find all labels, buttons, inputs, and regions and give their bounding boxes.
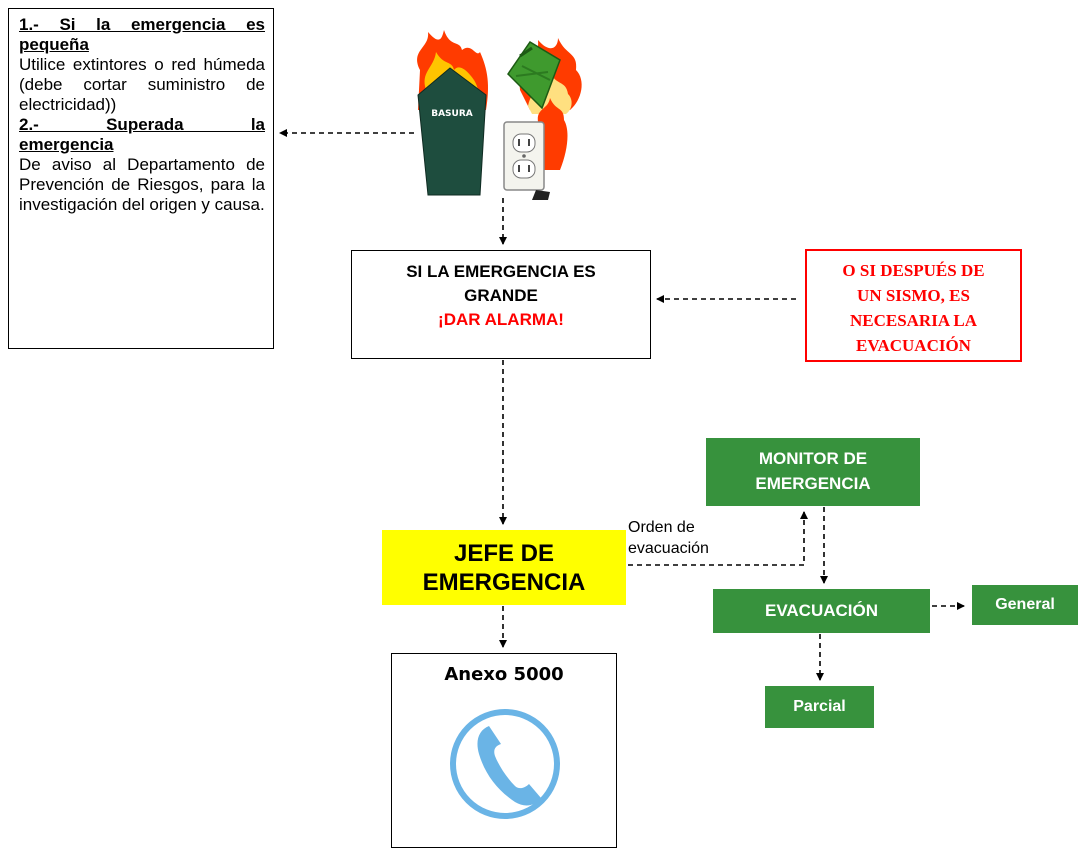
evacuation-box: EVACUACIÓN [713,589,930,633]
chief-line2: EMERGENCIA [422,569,586,596]
trash-bin-icon [417,67,487,196]
fire-hazards-illustration: BASURA [417,30,582,200]
order-line2: evacuación [628,540,709,557]
telephone-icon [450,709,560,819]
chief-line1: JEFE DE [453,540,555,567]
earthquake-evacuation-box: O SI DESPUÉS DE UN SISMO, ES NECESARIA L… [805,249,1022,362]
order-line1: Orden de [628,519,695,536]
large-emergency-line2: GRANDE [464,286,538,305]
emergency-monitor-box: MONITOR DE EMERGENCIA [706,438,920,506]
fuel-can-icon [507,40,561,110]
bin-label: BASURA [431,109,473,119]
evacuation-order-label: Orden de evacuación [628,517,709,559]
sound-alarm-text: ¡DAR ALARMA! [438,310,564,329]
flame-icon [537,98,568,170]
step1-heading-line2: pequeña [19,35,89,54]
monitor-line2: EMERGENCIA [755,474,871,493]
large-emergency-box: SI LA EMERGENCIA ES GRANDE ¡DAR ALARMA! [351,250,651,359]
arrow-evacuation-order [628,511,808,566]
large-emergency-line1: SI LA EMERGENCIA ES [406,262,596,281]
earthquake-line1: O SI DESPUÉS DE [842,261,985,280]
earthquake-line3: NECESARIA LA [849,311,978,330]
monitor-line1: MONITOR DE [758,449,868,468]
instructions-box: 1.- Si la emergencia es pequeña Utilice … [8,8,274,349]
phone-extension-label: Anexo 5000 [444,664,564,685]
step1-text: Utilice extintores o red húmeda (debe co… [19,55,265,114]
earthquake-line2: UN SISMO, ES [857,286,970,305]
step2-heading-line1: 2.- Superada la [19,115,265,134]
electrical-outlet-icon [503,121,550,200]
step1-heading-line1: 1.- Si la emergencia es [19,15,265,34]
general-evacuation-box: General [972,585,1078,625]
earthquake-line4: EVACUACIÓN [856,336,971,355]
step2-heading-line2: emergencia [19,135,114,154]
emergency-chief-box: JEFE DE EMERGENCIA [382,530,626,605]
step2-text: De aviso al Departamento de Prevención d… [19,155,265,214]
partial-evacuation-box: Parcial [765,686,874,728]
